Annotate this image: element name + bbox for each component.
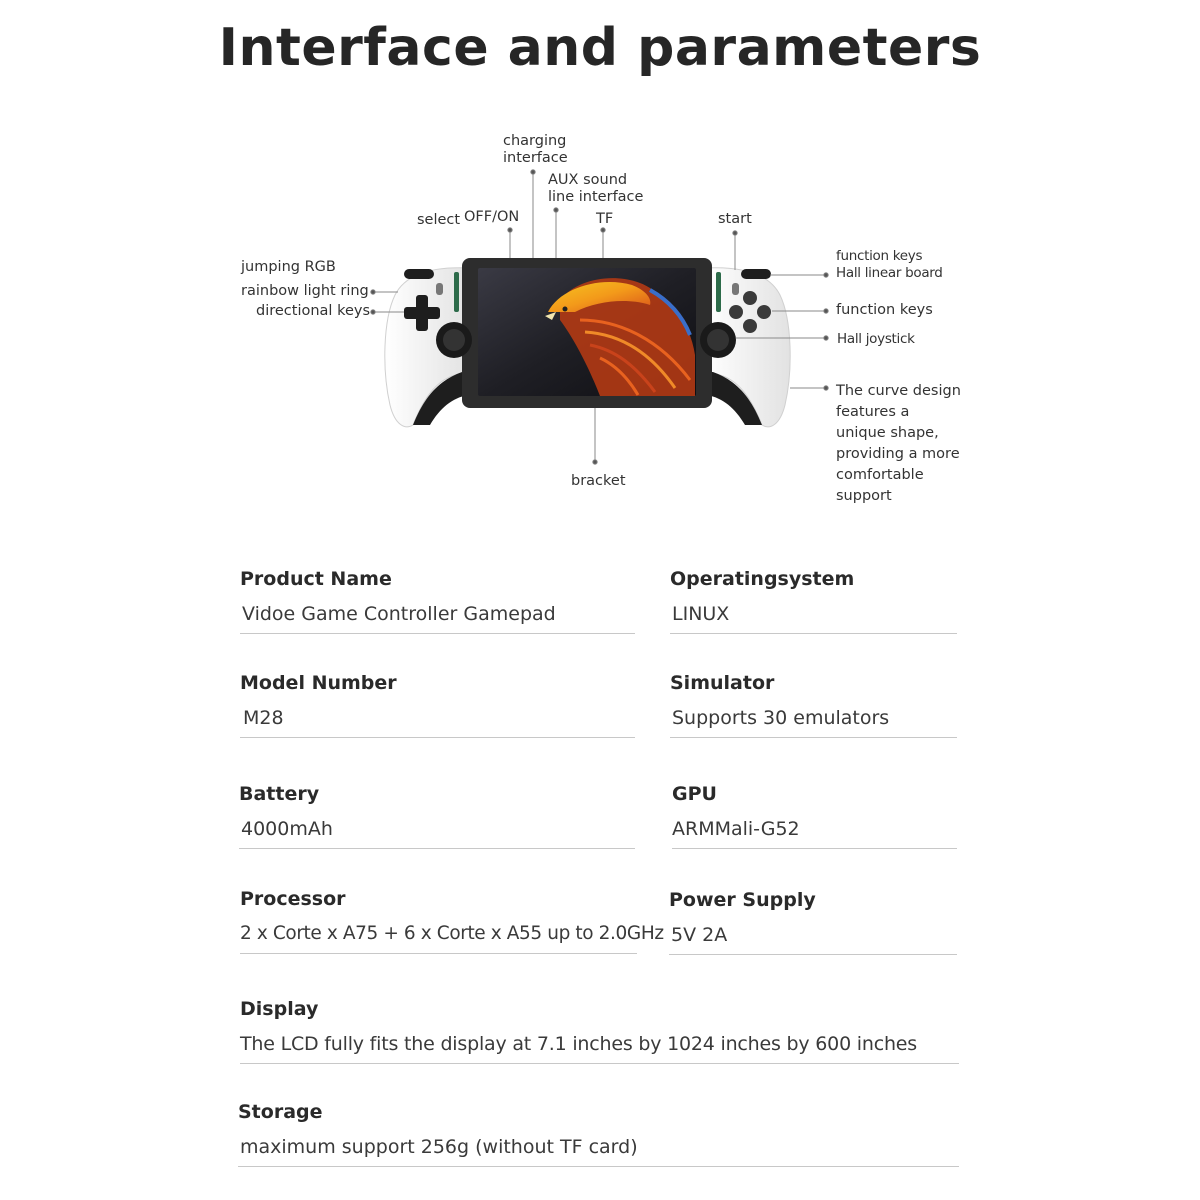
handheld-console-illustration bbox=[370, 169, 829, 465]
spec-operating-system: Operatingsystem LINUX bbox=[670, 565, 957, 634]
spec-label: Model Number bbox=[240, 672, 397, 694]
spec-value: LINUX bbox=[672, 603, 730, 625]
function-keys[interactable] bbox=[729, 291, 771, 333]
spec-divider bbox=[670, 737, 957, 738]
spec-label: Power Supply bbox=[669, 889, 816, 911]
spec-value: maximum support 256g (without TF card) bbox=[240, 1136, 638, 1158]
callout-start: start bbox=[718, 211, 752, 227]
rgb-light-ring-right bbox=[716, 272, 721, 312]
spec-divider bbox=[240, 633, 635, 634]
spec-divider bbox=[238, 1166, 959, 1167]
page-title: Interface and parameters bbox=[218, 18, 982, 78]
spec-divider bbox=[240, 1063, 959, 1064]
spec-display: Display The LCD fully fits the display a… bbox=[240, 995, 959, 1064]
spec-divider bbox=[672, 848, 957, 849]
spec-power-supply: Power Supply 5V 2A bbox=[669, 886, 957, 955]
spec-value: Vidoe Game Controller Gamepad bbox=[242, 603, 556, 625]
callout-curve-design: The curve design features a unique shape… bbox=[836, 383, 961, 504]
callout-function-keys-hall: function keys Hall linear board bbox=[836, 248, 943, 281]
spec-value: 5V 2A bbox=[671, 924, 728, 946]
callout-aux-interface: AUX sound line interface bbox=[548, 172, 644, 205]
spec-divider bbox=[240, 737, 635, 738]
spec-value: The LCD fully fits the display at 7.1 in… bbox=[240, 1033, 917, 1055]
device-diagram: charging interface AUX sound line interf… bbox=[0, 0, 1200, 540]
spec-value: 4000mAh bbox=[241, 818, 333, 840]
spec-value: 2 x Corte x A75 + 6 x Corte x A55 up to … bbox=[240, 923, 664, 944]
spec-label: Simulator bbox=[670, 672, 775, 694]
spec-processor: Processor 2 x Corte x A75 + 6 x Corte x … bbox=[240, 885, 664, 954]
directional-keys[interactable] bbox=[404, 295, 440, 331]
callout-off-on: OFF/ON bbox=[464, 209, 520, 225]
spec-simulator: Simulator Supports 30 emulators bbox=[670, 669, 957, 738]
spec-storage: Storage maximum support 256g (without TF… bbox=[238, 1098, 959, 1167]
spec-divider bbox=[670, 633, 957, 634]
callout-tf: TF bbox=[596, 211, 614, 227]
spec-label: Processor bbox=[240, 888, 346, 910]
right-hall-joystick[interactable] bbox=[700, 322, 736, 358]
callout-leaders bbox=[370, 169, 829, 465]
select-button[interactable] bbox=[436, 283, 443, 295]
spec-value: ARMMali-G52 bbox=[672, 818, 800, 840]
spec-label: GPU bbox=[672, 783, 717, 805]
spec-label: Storage bbox=[238, 1101, 323, 1123]
spec-label: Display bbox=[240, 998, 319, 1020]
callout-charging-interface: charging interface bbox=[503, 133, 568, 166]
spec-gpu: GPU ARMMali-G52 bbox=[672, 780, 957, 849]
spec-model-number: Model Number M28 bbox=[240, 669, 635, 738]
callout-function-keys: function keys bbox=[836, 302, 933, 318]
pheasant-image bbox=[545, 278, 695, 396]
start-button[interactable] bbox=[732, 283, 739, 295]
spec-value: M28 bbox=[243, 707, 284, 729]
spec-label: Product Name bbox=[240, 568, 392, 590]
spec-battery: Battery 4000mAh bbox=[239, 780, 635, 849]
callout-directional-keys: directional keys bbox=[256, 303, 371, 319]
spec-product-name: Product Name Vidoe Game Controller Gamep… bbox=[240, 565, 635, 634]
callout-hall-joystick: Hall joystick bbox=[837, 331, 915, 347]
callout-jumping-rgb: jumping RGB bbox=[241, 259, 336, 275]
left-hall-joystick[interactable] bbox=[436, 322, 472, 358]
callout-bracket: bracket bbox=[571, 473, 626, 489]
spec-label: Operatingsystem bbox=[670, 568, 855, 590]
callout-rainbow-light-ring: rainbow light ring bbox=[241, 283, 369, 299]
rgb-light-ring-left bbox=[454, 272, 459, 312]
spec-divider bbox=[239, 848, 635, 849]
callout-select: select bbox=[417, 212, 461, 228]
spec-label: Battery bbox=[239, 783, 320, 805]
spec-divider bbox=[669, 954, 957, 955]
spec-divider bbox=[240, 953, 637, 954]
spec-value: Supports 30 emulators bbox=[672, 707, 890, 729]
